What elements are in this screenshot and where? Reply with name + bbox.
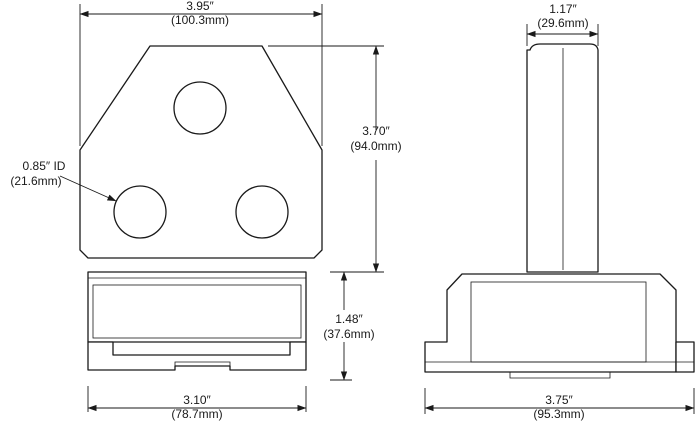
side-base-outline (424, 273, 677, 373)
front-width-metric: (100.3mm) (171, 13, 229, 27)
hole-id-imperial: 0.85″ ID (23, 159, 66, 173)
side-width-metric: (29.6mm) (537, 16, 588, 30)
dimension-lines (59, 4, 695, 414)
right-hole (235, 185, 289, 239)
front-rail-foot (87, 341, 307, 371)
top-hole (173, 81, 227, 135)
side-housing-outline (526, 43, 599, 273)
dimension-labels: 3.95″ (100.3mm) 3.70″ (94.0mm) 0.85″ ID … (10, 0, 588, 421)
base-width-imperial: 3.10″ (183, 393, 211, 407)
base-height-metric: (37.6mm) (323, 327, 374, 341)
front-housing-outline (79, 45, 323, 259)
hole-id-metric: (21.6mm) (10, 174, 61, 188)
left-hole (113, 185, 167, 239)
front-base-inner-panel (92, 284, 302, 339)
side-right-clip (675, 341, 695, 373)
front-base-block (87, 271, 307, 343)
base-width-metric: (78.7mm) (171, 407, 222, 421)
front-height-metric: (94.0mm) (350, 139, 401, 153)
front-height-imperial: 3.70″ (362, 124, 390, 138)
side-base-width-metric: (95.3mm) (533, 407, 584, 421)
side-view (424, 43, 695, 379)
side-width-imperial: 1.17″ (549, 2, 577, 16)
base-height-imperial: 1.48″ (335, 312, 363, 326)
front-width-imperial: 3.95″ (186, 0, 214, 13)
front-view (79, 45, 323, 371)
side-base-width-imperial: 3.75″ (545, 393, 573, 407)
